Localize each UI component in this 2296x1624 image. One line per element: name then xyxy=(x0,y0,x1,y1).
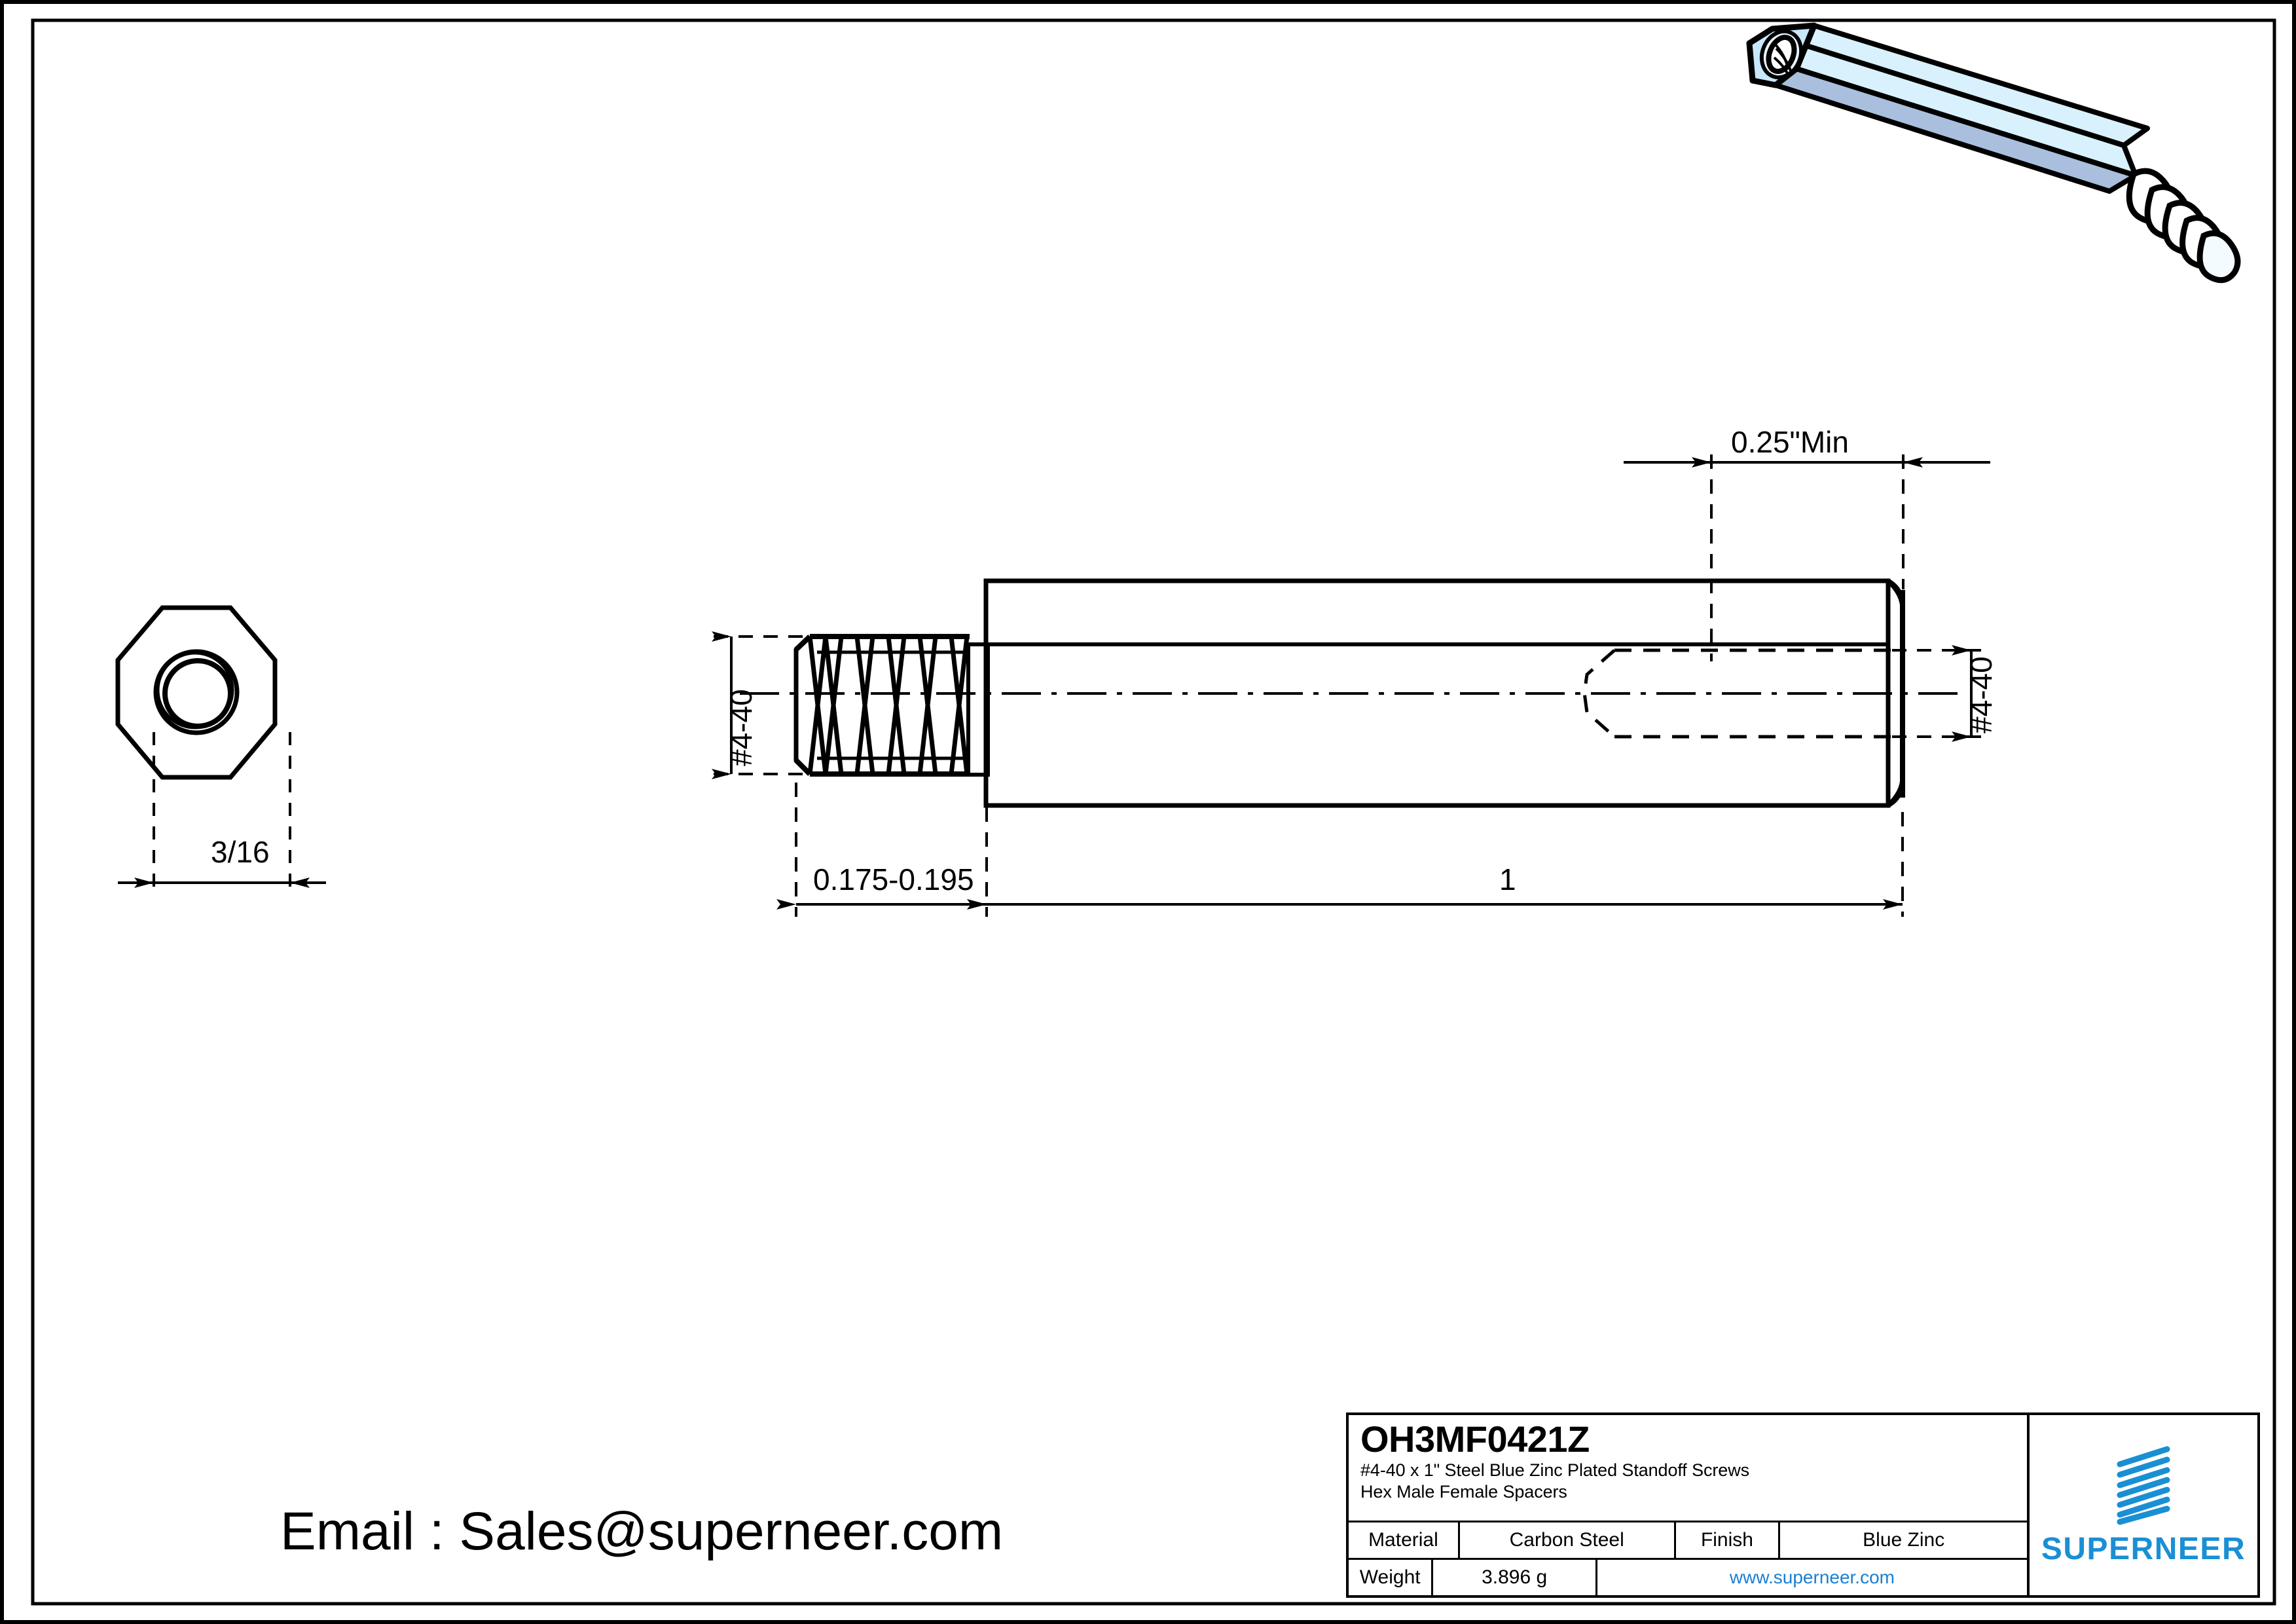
iso-female-thread-lines xyxy=(1772,41,1792,74)
contact-email: Email : Sales@superneer.com xyxy=(280,1502,1004,1561)
weight-value: 3.896 g xyxy=(1433,1560,1597,1595)
dim-label-female-depth: 0.25"Min xyxy=(1731,425,1849,459)
title-block-description: OH3MF0421Z #4-40 x 1" Steel Blue Zinc Pl… xyxy=(1349,1415,2027,1522)
dim-male-thread-spec xyxy=(712,631,817,779)
male-thread-root-lines xyxy=(817,650,970,760)
side-view xyxy=(712,454,1990,917)
description-line-2: Hex Male Female Spacers xyxy=(1360,1482,1567,1502)
male-thread-crest-lines xyxy=(810,634,970,777)
material-value: Carbon Steel xyxy=(1460,1522,1676,1558)
body-chamfer-curve-top xyxy=(1886,579,1905,610)
title-block: OH3MF0421Z #4-40 x 1" Steel Blue Zinc Pl… xyxy=(1346,1412,2260,1598)
superneer-logo-icon xyxy=(2117,1446,2170,1525)
dim-thread-length xyxy=(776,783,988,917)
finish-value: Blue Zinc xyxy=(1863,1529,1945,1551)
male-thread-profile xyxy=(793,635,970,776)
dim-label-hex-across-flats: 3/16 xyxy=(211,835,270,869)
title-block-info: OH3MF0421Z #4-40 x 1" Steel Blue Zinc Pl… xyxy=(1349,1415,2030,1595)
hex-end-view xyxy=(115,605,326,889)
dim-female-depth xyxy=(1624,454,1990,661)
dim-label-thread-length: 0.175-0.195 xyxy=(813,862,974,896)
weight-website-row: Weight 3.896 g www.superneer.com xyxy=(1349,1560,2027,1595)
iso-male-thread-endcap xyxy=(2196,230,2241,284)
dim-overall-length xyxy=(967,812,1904,917)
body-chamfer-curve-bot xyxy=(1886,777,1905,807)
dim-label-overall-length: 1 xyxy=(1499,862,1516,896)
brand-logo-block: SUPERNEER xyxy=(2030,1415,2257,1595)
hex-outline xyxy=(115,605,278,780)
dim-label-female-thread-spec: #4-40 xyxy=(1964,656,1998,733)
female-hole-hidden-lines xyxy=(1582,648,1903,739)
dim-female-thread-spec xyxy=(1892,645,1990,742)
brand-name: SUPERNEER xyxy=(2041,1532,2246,1566)
material-label: Material xyxy=(1349,1522,1460,1558)
inner-border xyxy=(31,18,2276,1606)
weight-label: Weight xyxy=(1349,1560,1434,1595)
iso-male-thread xyxy=(2126,168,2225,270)
female-thread-pitch-circle xyxy=(156,651,234,729)
isometric-standoff-render xyxy=(1746,22,2241,284)
dim-label-male-thread-spec: #4-40 xyxy=(724,689,758,766)
part-number: OH3MF0421Z xyxy=(1360,1418,1590,1460)
finish-label: Finish xyxy=(1676,1522,1781,1558)
material-finish-row: Material Carbon Steel Finish Blue Zinc xyxy=(1349,1522,2027,1560)
male-thread-lead-chamfer xyxy=(794,635,812,776)
description-line-1: #4-40 x 1" Steel Blue Zinc Plated Stando… xyxy=(1360,1460,1750,1480)
website-link[interactable]: www.superneer.com xyxy=(1729,1567,1895,1587)
thread-shoulder xyxy=(966,642,990,777)
